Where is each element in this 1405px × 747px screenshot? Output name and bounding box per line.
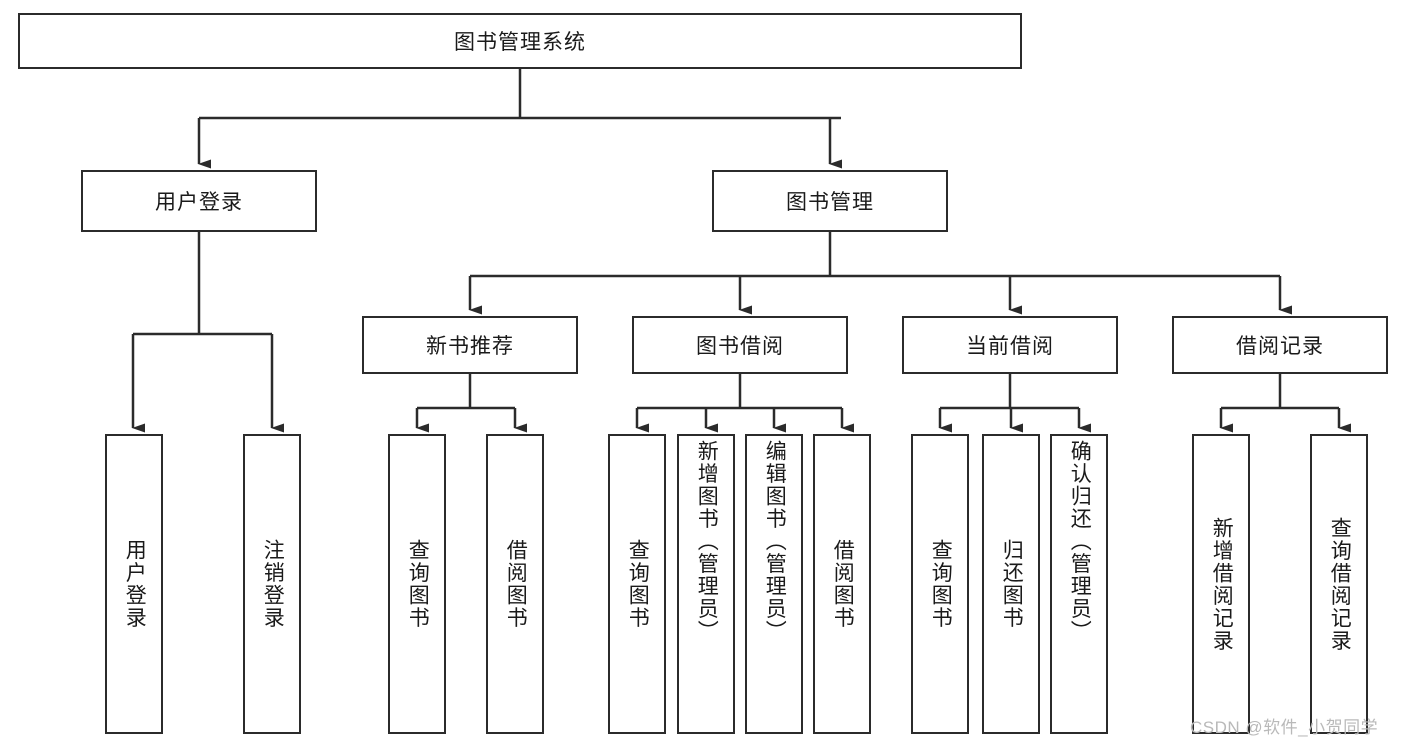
node-current-borrow[interactable]: 当前借阅 xyxy=(902,316,1118,374)
node-label: 图书借阅 xyxy=(696,335,784,358)
leaf-edit-book-admin[interactable]: 编辑图书（管理员） xyxy=(745,434,803,734)
leaf-return-books[interactable]: 归还图书 xyxy=(982,434,1040,734)
node-label: 编辑图书（管理员） xyxy=(763,440,787,643)
leaf-confirm-return-admin[interactable]: 确认归还（管理员） xyxy=(1050,434,1108,734)
leaf-add-book-admin[interactable]: 新增图书（管理员） xyxy=(677,434,735,734)
leaf-query-books-borrow[interactable]: 查询图书 xyxy=(608,434,666,734)
node-book-management[interactable]: 图书管理 xyxy=(712,170,948,232)
leaf-query-books-current[interactable]: 查询图书 xyxy=(911,434,969,734)
leaf-borrow-books-newbook[interactable]: 借阅图书 xyxy=(486,434,544,734)
node-label: 当前借阅 xyxy=(966,335,1054,358)
node-root-system[interactable]: 图书管理系统 xyxy=(18,13,1022,69)
node-label: 查询图书 xyxy=(626,539,650,629)
node-label: 用户登录 xyxy=(155,191,243,214)
node-label: 图书管理系统 xyxy=(454,31,586,54)
leaf-query-books-newbook[interactable]: 查询图书 xyxy=(388,434,446,734)
leaf-add-borrow-record[interactable]: 新增借阅记录 xyxy=(1192,434,1250,734)
node-label: 查询借阅记录 xyxy=(1328,516,1352,652)
node-label: 用户登录 xyxy=(123,539,147,629)
leaf-borrow-books[interactable]: 借阅图书 xyxy=(813,434,871,734)
node-label: 新书推荐 xyxy=(426,335,514,358)
node-book-borrow[interactable]: 图书借阅 xyxy=(632,316,848,374)
node-label: 借阅图书 xyxy=(504,539,528,629)
leaf-user-login[interactable]: 用户登录 xyxy=(105,434,163,734)
node-label: 图书管理 xyxy=(786,191,874,214)
node-label: 确认归还（管理员） xyxy=(1068,440,1092,643)
node-user-login[interactable]: 用户登录 xyxy=(81,170,317,232)
node-label: 新增借阅记录 xyxy=(1210,516,1234,652)
node-borrow-record[interactable]: 借阅记录 xyxy=(1172,316,1388,374)
leaf-query-borrow-record[interactable]: 查询借阅记录 xyxy=(1310,434,1368,734)
node-label: 归还图书 xyxy=(1000,539,1024,629)
node-label: 注销登录 xyxy=(261,539,285,629)
node-label: 借阅记录 xyxy=(1236,335,1324,358)
node-label: 新增图书（管理员） xyxy=(695,440,719,643)
node-new-book-recommend[interactable]: 新书推荐 xyxy=(362,316,578,374)
node-label: 查询图书 xyxy=(929,539,953,629)
node-label: 查询图书 xyxy=(406,539,430,629)
node-label: 借阅图书 xyxy=(831,539,855,629)
leaf-logout[interactable]: 注销登录 xyxy=(243,434,301,734)
